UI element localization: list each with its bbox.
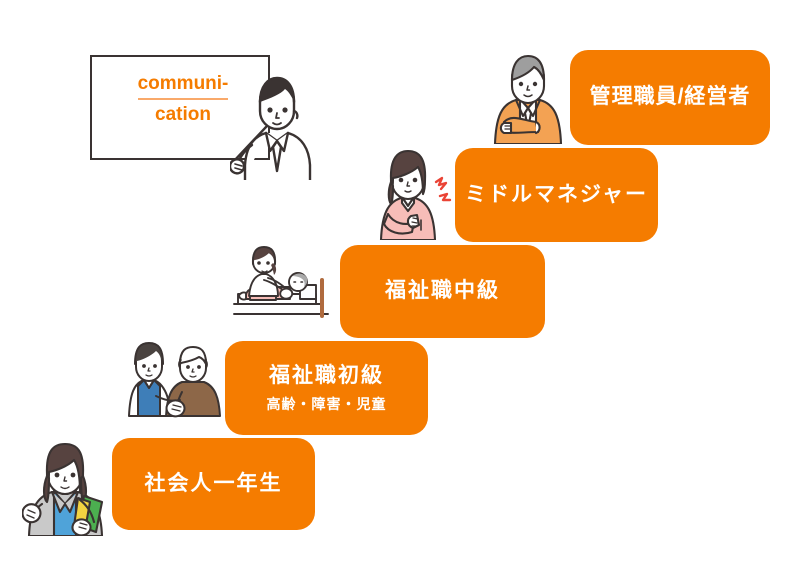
- whiteboard-group: communi- cation: [90, 55, 320, 180]
- step-title-management: 管理職員/経営者: [589, 85, 751, 109]
- step-title-middle-manager: ミドルマネジャー: [465, 182, 648, 206]
- step-box-middle-manager[interactable]: ミドルマネジャー: [455, 148, 658, 242]
- step-box-welfare-intermediate[interactable]: 福祉職中級: [340, 245, 545, 338]
- step-title-welfare-beginner: 福祉職初級: [269, 364, 384, 388]
- step-box-management[interactable]: 管理職員/経営者: [570, 50, 770, 145]
- whiteboard-panel: [90, 55, 270, 160]
- caregiver-at-bedside-icon: [233, 246, 329, 318]
- step-title-welfare-intermediate: 福祉職中級: [385, 279, 500, 303]
- caregiver-with-elderly-person-icon: [128, 342, 221, 418]
- step-title-new-employee: 社会人一年生: [144, 471, 283, 495]
- whiteboard-line-2: cation: [155, 104, 211, 126]
- teacher-with-pointer-icon: [230, 76, 312, 180]
- step-box-new-employee[interactable]: 社会人一年生: [112, 438, 315, 530]
- stressed-middle-manager-woman-icon: [379, 149, 452, 240]
- whiteboard-line-1: communi-: [137, 69, 229, 101]
- whiteboard-text: communi- cation: [108, 69, 258, 130]
- new-graduate-woman-icon: [22, 442, 104, 536]
- step-subtitle-welfare-beginner: 高齢・障害・児童: [266, 395, 387, 412]
- step-box-welfare-beginner[interactable]: 福祉職初級 高齢・障害・児童: [225, 341, 428, 435]
- executive-man-arms-crossed-icon: [493, 54, 563, 144]
